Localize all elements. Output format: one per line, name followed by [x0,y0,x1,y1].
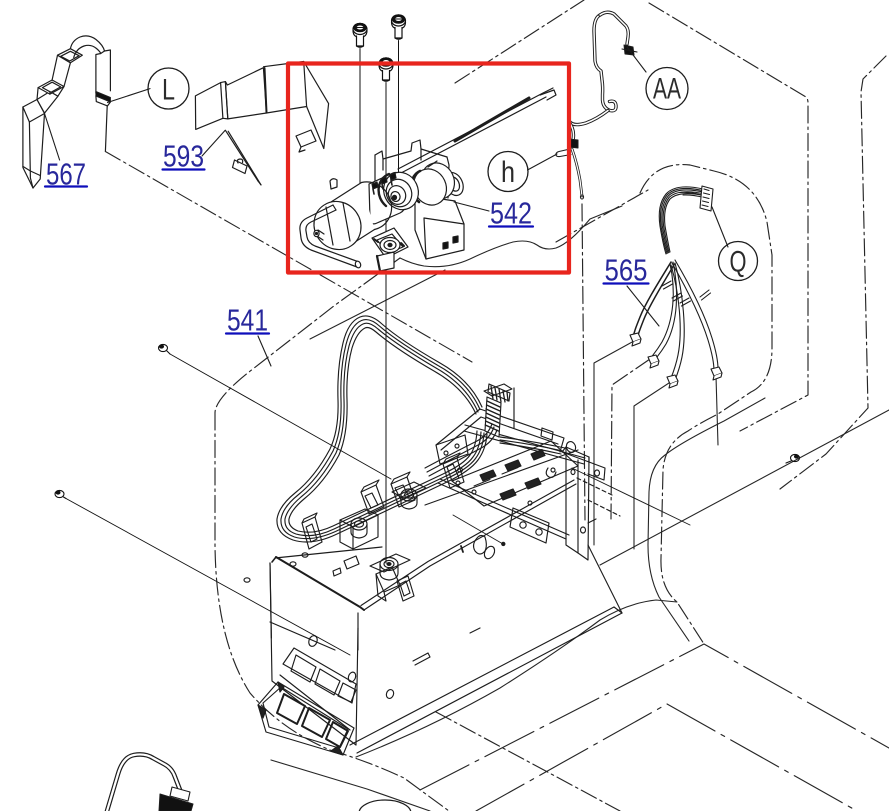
svg-text:h: h [501,156,515,189]
svg-text:541: 541 [227,304,268,338]
svg-text:565: 565 [605,254,648,288]
svg-text:593: 593 [163,140,204,174]
svg-text:Q: Q [730,246,747,279]
svg-text:AA: AA [653,73,681,106]
svg-text:542: 542 [490,197,532,231]
svg-text:L: L [162,74,175,107]
